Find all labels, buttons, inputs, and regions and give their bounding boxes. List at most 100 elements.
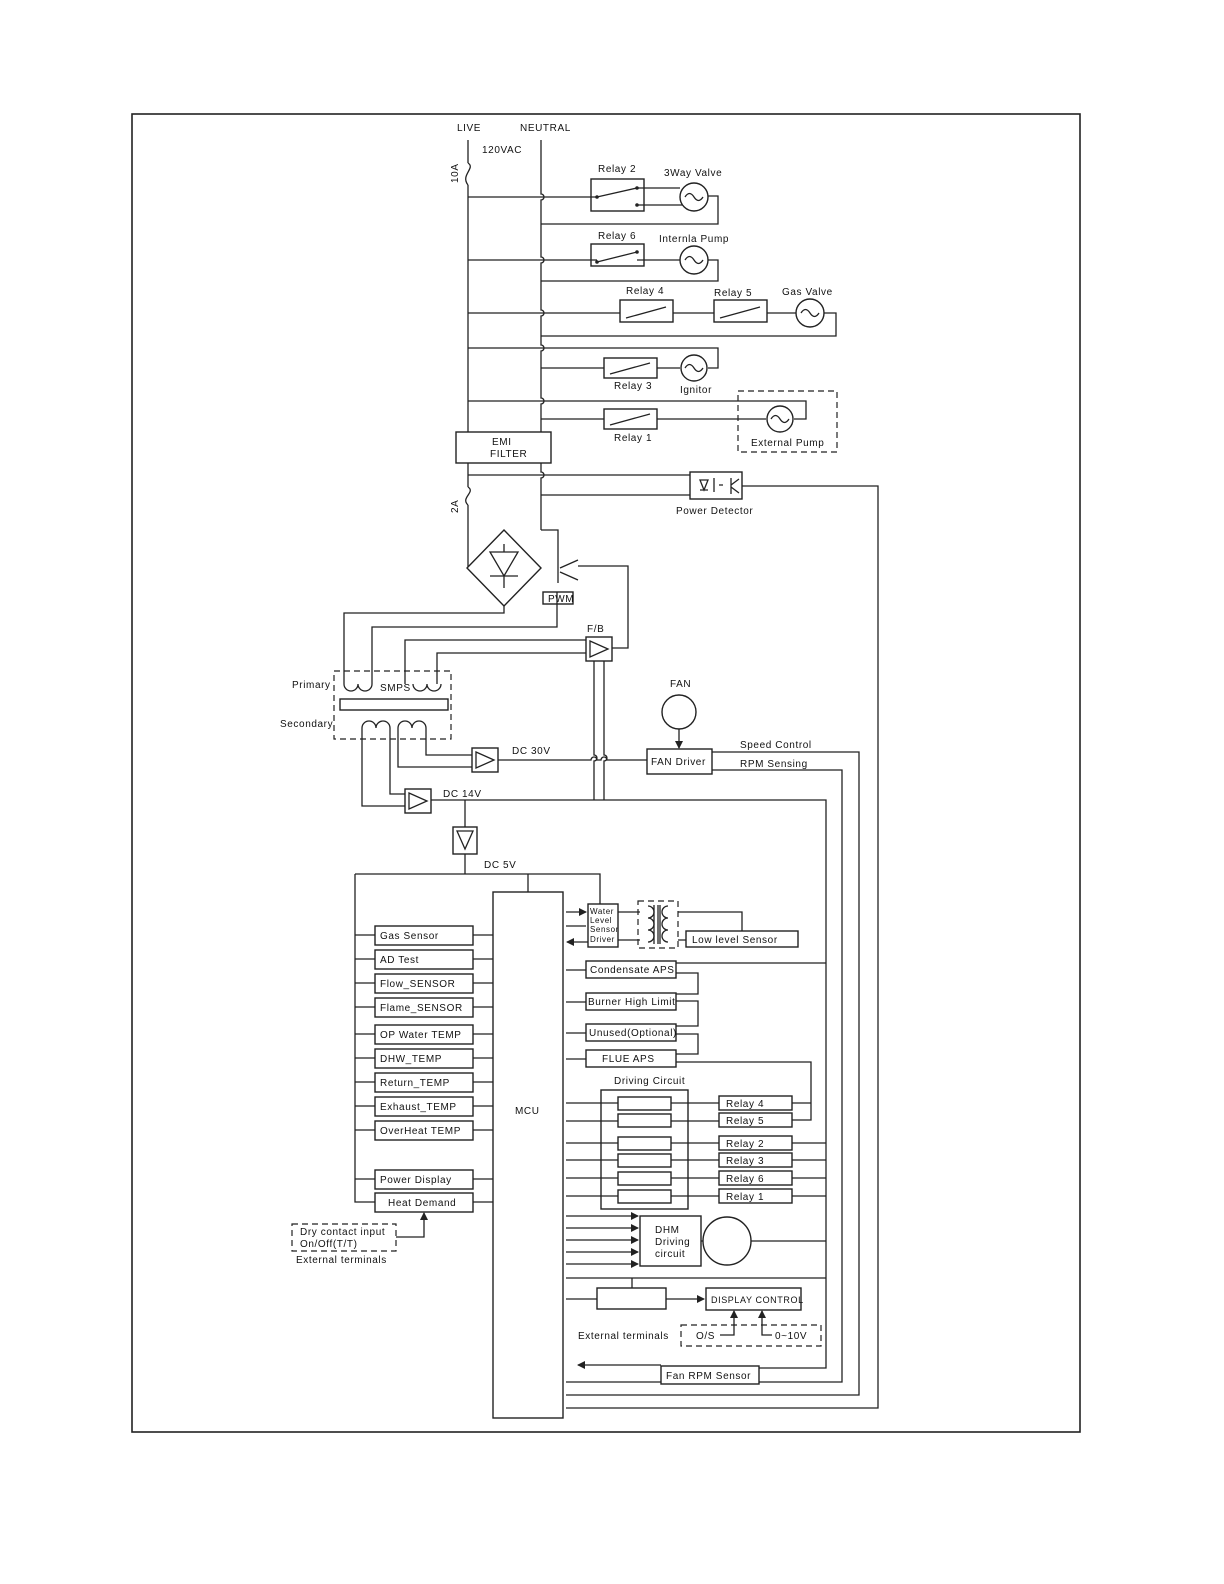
relay1-output-label: Relay 1 xyxy=(726,1192,764,1203)
isolation-transformer-dashed-box xyxy=(637,900,679,949)
power-detector-label: Power Detector xyxy=(676,506,753,517)
sensor-op-water-temp-label: OP Water TEMP xyxy=(380,1030,462,1041)
water-level-line3: Sensor xyxy=(590,925,619,934)
relay2-box xyxy=(590,178,645,212)
sensor-exhaust-temp-label: Exhaust_TEMP xyxy=(380,1102,457,1113)
secondary-coil-right xyxy=(397,720,427,729)
speed-control-label: Speed Control xyxy=(740,740,812,751)
mains-section: LIVE NEUTRAL 120VAC 10A 2A Relay 2 3Way … xyxy=(450,123,879,1409)
water-level-line1: Water xyxy=(590,907,614,916)
dc14-label: DC 14V xyxy=(443,789,482,800)
low-level-sensor-box xyxy=(685,930,799,948)
dhm-line3: circuit xyxy=(655,1249,685,1260)
relay5-label: Relay 5 xyxy=(714,288,752,299)
relay4-box xyxy=(619,299,674,323)
display-control-label: DISPLAY CONTROL xyxy=(711,1295,804,1305)
unused-optional-label: Unused(Optional) xyxy=(589,1028,677,1039)
power-detector-box xyxy=(689,471,743,500)
sensor-gas-label: Gas Sensor xyxy=(380,931,439,942)
driver-5 xyxy=(617,1171,672,1186)
primary-coil-right xyxy=(412,683,442,692)
dry-contact-line2: On/Off(T/T) xyxy=(300,1239,358,1250)
driver-4 xyxy=(617,1153,672,1168)
relay1-label: Relay 1 xyxy=(614,433,652,444)
driver-1 xyxy=(617,1096,672,1111)
relay6-box xyxy=(590,243,645,267)
mcu-box xyxy=(492,891,564,1419)
unused-optional-box xyxy=(585,1023,677,1042)
sensor-dhw-temp-label: DHW_TEMP xyxy=(380,1054,442,1065)
dhm-line1: DHM xyxy=(655,1225,680,1236)
secondary-coil-left xyxy=(361,720,391,729)
fuse-2a xyxy=(465,486,471,506)
fan-label: FAN xyxy=(670,679,691,690)
fuse-10a-label: 10A xyxy=(450,163,461,183)
emi-filter-box xyxy=(455,431,552,464)
dry-contact-dashed-box xyxy=(291,1223,397,1252)
smps-label: SMPS xyxy=(380,683,411,694)
fb-label: F/B xyxy=(587,624,604,635)
emi-filter-line2: FILTER xyxy=(490,449,527,460)
display-interface-box xyxy=(596,1287,667,1310)
condensate-aps-label: Condensate APS xyxy=(590,965,675,976)
relay2-label: Relay 2 xyxy=(598,164,636,175)
sensor-overheat-temp-box xyxy=(374,1120,474,1141)
fan-driver-box xyxy=(646,748,713,775)
heat-demand-label: Heat Demand xyxy=(388,1198,456,1209)
three-way-valve-label: 3Way Valve xyxy=(664,168,722,179)
driving-circuit-label: Driving Circuit xyxy=(614,1076,685,1087)
dry-contact-line1: Dry contact input xyxy=(300,1227,385,1238)
sensor-ad-test-box xyxy=(374,949,474,970)
fan-rpm-sensor-box xyxy=(660,1365,760,1385)
neutral-line xyxy=(540,140,545,530)
driver-2 xyxy=(617,1113,672,1128)
low-level-sensor-label: Low level Sensor xyxy=(692,935,778,946)
sensor-exhaust-temp-box xyxy=(374,1096,474,1117)
sensor-return-temp-label: Return_TEMP xyxy=(380,1078,450,1089)
relay3-output-label: Relay 3 xyxy=(726,1156,764,1167)
water-level-line2: Level xyxy=(590,916,612,925)
condensate-aps-box xyxy=(585,960,677,979)
power-display-label: Power Display xyxy=(380,1175,452,1186)
flue-aps-box xyxy=(585,1049,677,1068)
rpm-sensing-label: RPM Sensing xyxy=(740,759,808,770)
sensor-gas-box xyxy=(374,925,474,946)
driving-circuit-box xyxy=(600,1089,689,1210)
fan-icon xyxy=(661,694,697,730)
ignitor-label: Ignitor xyxy=(680,385,712,396)
relay2-output-label: Relay 2 xyxy=(726,1139,764,1150)
fuse-2a-label: 2A xyxy=(450,500,461,513)
pwm-box xyxy=(542,591,574,605)
zero-ten-v-label: 0~10V xyxy=(775,1331,807,1342)
burner-high-limit-label: Burner High Limit xyxy=(588,997,675,1008)
dhm-motor-icon xyxy=(702,1216,752,1266)
dry-contact-caption: External terminals xyxy=(296,1255,387,1266)
relay5-output-box xyxy=(718,1112,793,1128)
smps-section: PWM F/B SMPS Primary Secondary DC 30V DC… xyxy=(280,528,827,1369)
relay4-output-label: Relay 4 xyxy=(726,1099,764,1110)
smps-dashed-box xyxy=(333,670,452,740)
dhm-line2: Driving xyxy=(655,1237,690,1248)
sensor-dhw-temp-box xyxy=(374,1048,474,1069)
external-pump-label: External Pump xyxy=(751,438,824,449)
relay3-label: Relay 3 xyxy=(614,381,652,392)
sensor-overheat-temp-label: OverHeat TEMP xyxy=(380,1126,461,1137)
sensor-return-temp-box xyxy=(374,1072,474,1093)
sensor-flow-box xyxy=(374,973,474,994)
secondary-label: Secondary xyxy=(280,719,333,730)
driver-3 xyxy=(617,1136,672,1151)
dc30-label: DC 30V xyxy=(512,746,551,757)
os-label: O/S xyxy=(696,1331,715,1342)
sensor-ad-test-label: AD Test xyxy=(380,955,419,966)
sensor-flow-label: Flow_SENSOR xyxy=(380,979,456,990)
gas-valve-label: Gas Valve xyxy=(782,287,833,298)
emi-filter-line1: EMI xyxy=(492,437,512,448)
water-level-line4: Driver xyxy=(590,935,615,944)
fuse-10a xyxy=(465,162,471,186)
primary-coil-left xyxy=(343,683,373,692)
sensor-op-water-temp-box xyxy=(374,1024,474,1045)
relay6-output-label: Relay 6 xyxy=(726,1174,764,1185)
external-terminals-dashed-box xyxy=(680,1324,822,1347)
display-control-box xyxy=(705,1287,802,1311)
